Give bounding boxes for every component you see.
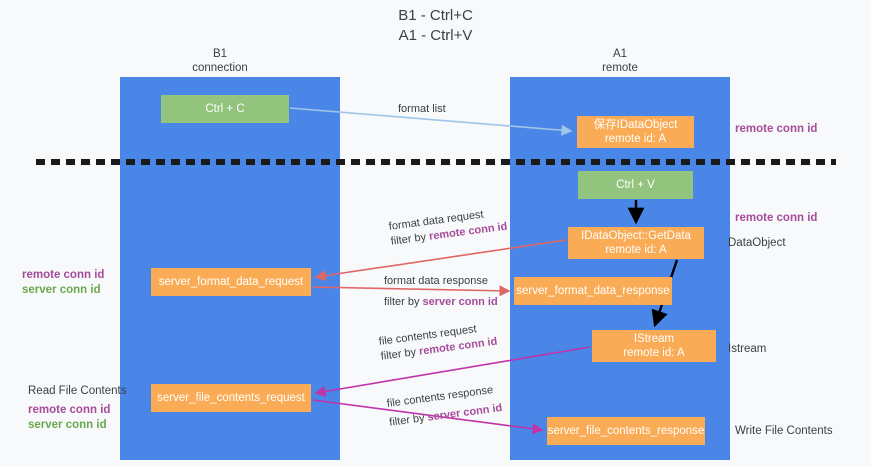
annotation-left-mid-remote: remote conn id <box>22 269 105 281</box>
edge-label-format-data-request: format data request filter by remote con… <box>388 205 508 250</box>
annotation-left-bot-server: server conn id <box>28 419 107 431</box>
title-line-1: B1 - Ctrl+C <box>398 7 473 24</box>
filter-by-prefix: filter by <box>380 345 420 363</box>
annotation-left-mid-server: server conn id <box>22 284 101 296</box>
column-header-b1-name: B1 <box>212 48 228 60</box>
node-server-format-data-request[interactable]: server_format_data_request <box>151 268 311 296</box>
column-header-a1-name: A1 <box>612 48 628 60</box>
annotation-left-bot-remote: remote conn id <box>28 404 111 416</box>
node-ctrl-v-label: Ctrl + V <box>616 179 655 191</box>
node-save-idataobject-sublabel: remote id: A <box>604 133 667 145</box>
title-line-2: A1 - Ctrl+V <box>398 27 473 44</box>
node-ctrl-c-label: Ctrl + C <box>205 103 245 115</box>
node-idataobject-getdata[interactable]: IDataObject::GetData remote id: A <box>568 227 704 259</box>
edge-label-format-data-response-line1: format data response <box>384 275 488 287</box>
edge-label-format-list-text: format list <box>398 103 446 115</box>
node-save-idataobject-label: 保存IDataObject <box>593 119 678 131</box>
annotation-remote-conn-id-top: remote conn id <box>735 123 818 135</box>
node-server-file-contents-response[interactable]: server_file_contents_response <box>547 417 705 445</box>
edge-label-file-contents-response: file contents response filter by server … <box>386 382 503 431</box>
node-server-format-data-response[interactable]: server_format_data_response <box>514 277 672 305</box>
edge-label-format-list: format list <box>398 102 446 117</box>
annotation-remote-conn-id-mid: remote conn id <box>735 212 818 224</box>
edge-label-format-data-response: format data response filter by server co… <box>384 274 498 310</box>
column-header-b1: B1 connection <box>140 47 300 75</box>
edge-label-file-contents-request: file contents request filter by remote c… <box>378 320 498 365</box>
column-header-a1: A1 remote <box>540 47 700 75</box>
node-istream-sublabel: remote id: A <box>623 347 685 359</box>
node-server-format-data-request-label: server_format_data_request <box>158 276 304 288</box>
filter-by-prefix: filter by <box>390 230 430 248</box>
edge-label-format-data-response-line2: filter by server conn id <box>384 295 498 310</box>
annotation-write-file-contents: Write File Contents <box>735 425 833 437</box>
conn-id-key: server conn id <box>422 296 498 308</box>
node-istream[interactable]: IStream remote id: A <box>592 330 716 362</box>
node-idataobject-getdata-label: IDataObject::GetData <box>581 230 691 242</box>
annotation-read-file-contents: Read File Contents <box>28 385 127 397</box>
annotation-left-bottom: Read File Contents remote conn id server… <box>28 384 126 433</box>
node-server-format-data-response-label: server_format_data_response <box>516 285 670 297</box>
phase-divider <box>36 159 836 165</box>
column-header-b1-role: connection <box>192 62 248 74</box>
node-ctrl-v[interactable]: Ctrl + V <box>578 171 693 199</box>
node-idataobject-getdata-sublabel: remote id: A <box>605 244 667 256</box>
annotation-dataobject: DataObject <box>728 237 786 249</box>
node-server-file-contents-request-label: server_file_contents_request <box>157 392 305 404</box>
node-server-file-contents-request[interactable]: server_file_contents_request <box>151 384 311 412</box>
annotation-left-middle: remote conn id server conn id <box>22 268 104 298</box>
column-header-a1-role: remote <box>602 62 638 74</box>
annotation-istream: Istream <box>728 343 767 355</box>
node-save-idataobject[interactable]: 保存IDataObject remote id: A <box>577 116 694 148</box>
node-ctrl-c[interactable]: Ctrl + C <box>161 95 289 123</box>
node-server-file-contents-response-label: server_file_contents_response <box>547 425 705 437</box>
filter-by-prefix: filter by <box>388 411 429 429</box>
node-istream-label: IStream <box>633 333 675 345</box>
filter-by-prefix: filter by <box>384 296 423 308</box>
page-title: B1 - Ctrl+C A1 - Ctrl+V <box>0 6 871 46</box>
